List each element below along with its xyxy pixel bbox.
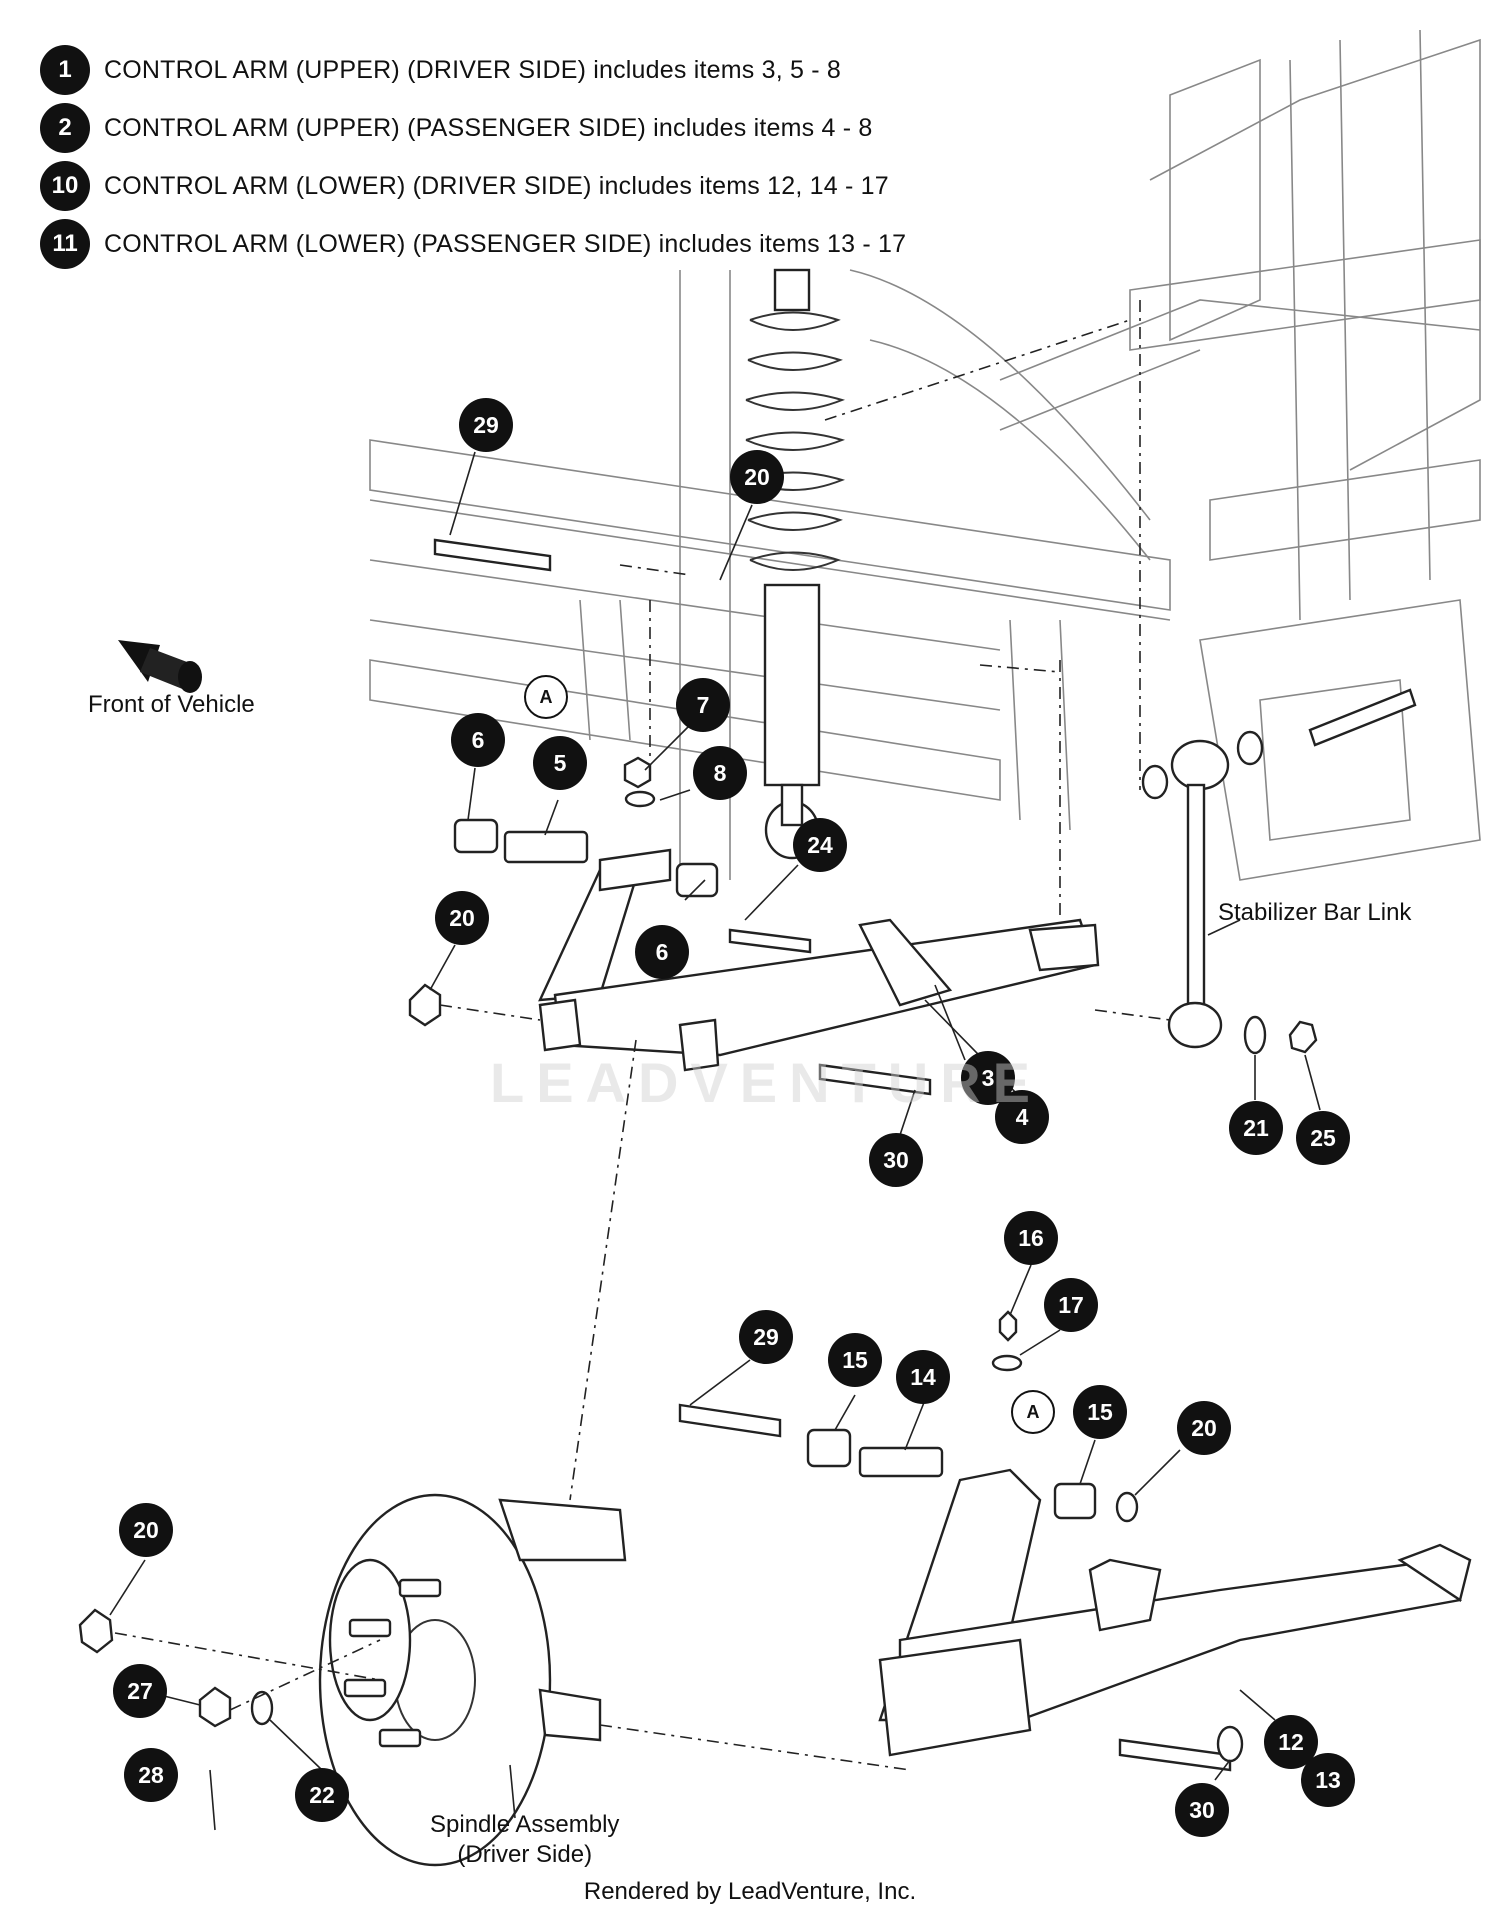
legend-text: CONTROL ARM (UPPER) (DRIVER SIDE) includ… bbox=[104, 55, 842, 84]
callout: 14 bbox=[896, 1350, 950, 1404]
legend-row: 1 CONTROL ARM (UPPER) (DRIVER SIDE) incl… bbox=[40, 44, 841, 96]
footer-credit: Rendered by LeadVenture, Inc. bbox=[583, 1878, 917, 1905]
callout: 7 bbox=[676, 678, 730, 732]
lower-control-arm bbox=[678, 1310, 1472, 1772]
callout: 16 bbox=[1004, 1211, 1058, 1265]
callout: 20 bbox=[435, 891, 489, 945]
callout: 25 bbox=[1296, 1111, 1350, 1165]
callout: 29 bbox=[459, 398, 513, 452]
front-of-vehicle-label: Front of Vehicle bbox=[88, 691, 255, 718]
front-arrow-icon bbox=[118, 640, 202, 693]
spindle-assembly-label: Spindle Assembly (Driver Side) bbox=[430, 1810, 619, 1870]
legend-row: 10 CONTROL ARM (LOWER) (DRIVER SIDE) inc… bbox=[40, 160, 889, 212]
legend-number: 1 bbox=[40, 45, 90, 95]
legend-text: CONTROL ARM (LOWER) (PASSENGER SIDE) inc… bbox=[104, 229, 907, 258]
spindle-label-line2: (Driver Side) bbox=[457, 1841, 593, 1868]
callout: 21 bbox=[1229, 1101, 1283, 1155]
legend-row: 2 CONTROL ARM (UPPER) (PASSENGER SIDE) i… bbox=[40, 102, 873, 154]
callout: 5 bbox=[533, 736, 587, 790]
legend-number: 11 bbox=[40, 219, 90, 269]
callout: 28 bbox=[124, 1748, 178, 1802]
callout: 17 bbox=[1044, 1278, 1098, 1332]
assembly-lines bbox=[114, 300, 1171, 1771]
reference-marker: A bbox=[1011, 1390, 1055, 1434]
callout: 27 bbox=[113, 1664, 167, 1718]
spindle-label-line1: Spindle Assembly bbox=[430, 1811, 620, 1838]
stabilizer-bar-link bbox=[1141, 688, 1417, 1055]
upper-control-arm bbox=[408, 538, 1100, 1096]
shock-absorber bbox=[745, 268, 846, 860]
callout: 29 bbox=[739, 1310, 793, 1364]
spindle-assembly bbox=[78, 1493, 627, 1867]
reference-marker: A bbox=[524, 675, 568, 719]
legend-text: CONTROL ARM (UPPER) (PASSENGER SIDE) inc… bbox=[104, 113, 873, 142]
callout: 6 bbox=[451, 713, 505, 767]
legend-row: 11 CONTROL ARM (LOWER) (PASSENGER SIDE) … bbox=[40, 218, 906, 270]
callout: 20 bbox=[1177, 1401, 1231, 1455]
legend-number: 10 bbox=[40, 161, 90, 211]
callout: 8 bbox=[693, 746, 747, 800]
callout: 22 bbox=[295, 1768, 349, 1822]
callout: 15 bbox=[1073, 1385, 1127, 1439]
callout: 4 bbox=[995, 1090, 1049, 1144]
callout: 6 bbox=[635, 925, 689, 979]
callout: 13 bbox=[1301, 1753, 1355, 1807]
callout: 20 bbox=[730, 450, 784, 504]
stabilizer-bar-link-label: Stabilizer Bar Link bbox=[1218, 899, 1412, 926]
watermark: LEADVENTURE bbox=[490, 1051, 1043, 1114]
callout: 30 bbox=[869, 1133, 923, 1187]
legend-text: CONTROL ARM (LOWER) (DRIVER SIDE) includ… bbox=[104, 171, 889, 200]
legend-number: 2 bbox=[40, 103, 90, 153]
callout: 24 bbox=[793, 818, 847, 872]
callout: 20 bbox=[119, 1503, 173, 1557]
callout: 15 bbox=[828, 1333, 882, 1387]
chassis-frame bbox=[369, 29, 1481, 881]
callout: 30 bbox=[1175, 1783, 1229, 1837]
